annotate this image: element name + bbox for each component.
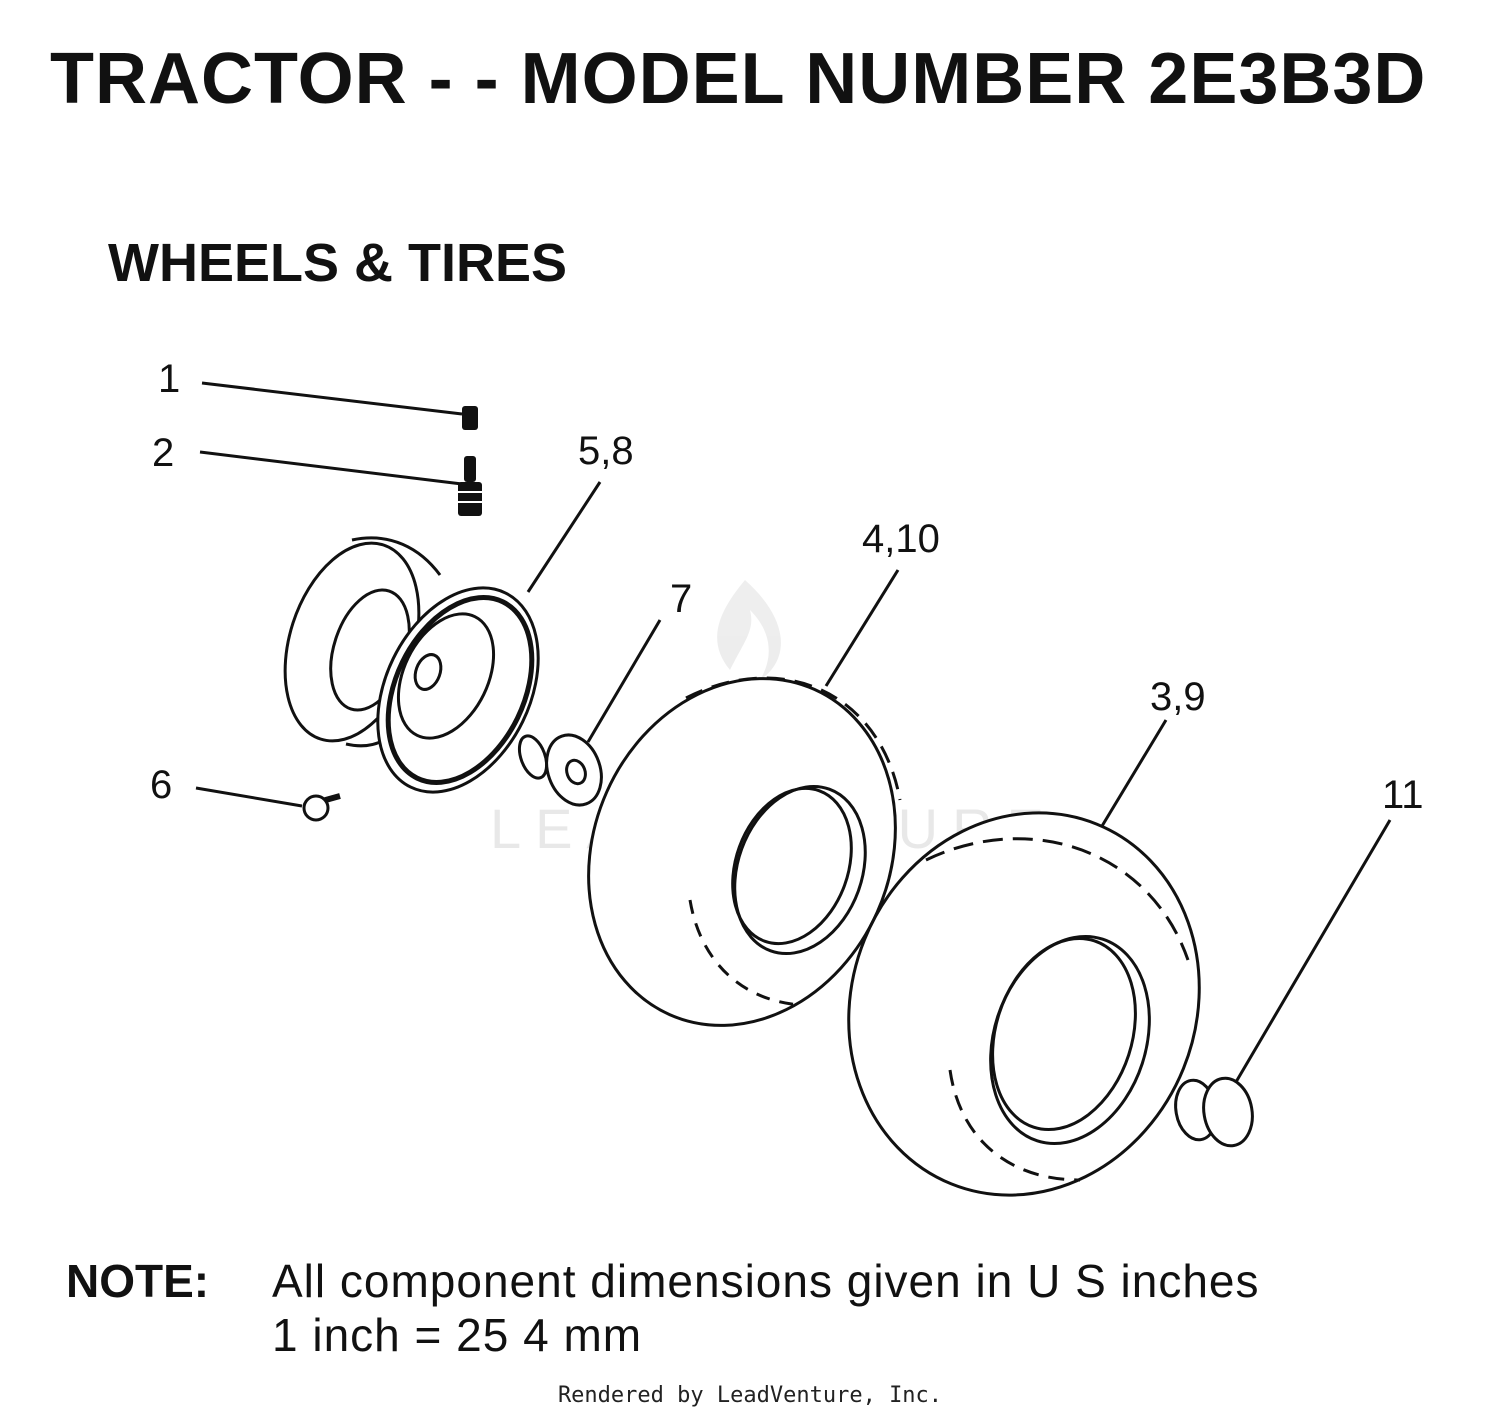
section-title: WHEELS & TIRES bbox=[108, 233, 568, 293]
callout-3-9: 3,9 bbox=[1150, 675, 1206, 719]
leader-6 bbox=[195, 786, 303, 808]
leader-4-10 bbox=[824, 569, 900, 687]
footer-credit: Rendered by LeadVenture, Inc. bbox=[557, 1383, 943, 1408]
valve-cap-part bbox=[462, 406, 478, 430]
callout-1: 1 bbox=[158, 357, 180, 401]
rear-tire-part bbox=[847, 811, 1201, 1197]
leader-5-8 bbox=[526, 481, 602, 593]
bushing-part bbox=[517, 733, 603, 807]
callout-11: 11 bbox=[1382, 773, 1424, 817]
leader-11 bbox=[1234, 819, 1392, 1083]
leader-3-9 bbox=[1094, 719, 1168, 837]
callout-2: 2 bbox=[152, 431, 174, 475]
front-tire-part bbox=[587, 676, 902, 1027]
note-label: NOTE: bbox=[66, 1255, 210, 1307]
leader-7 bbox=[586, 619, 662, 743]
valve-stem-part bbox=[458, 456, 482, 516]
leader-lines bbox=[195, 381, 1392, 1083]
hub-cap-part bbox=[1174, 1076, 1254, 1148]
note-line-2: 1 inch = 25 4 mm bbox=[272, 1309, 643, 1361]
callout-6: 6 bbox=[150, 763, 172, 807]
callout-5-8: 5,8 bbox=[578, 429, 634, 473]
callout-7: 7 bbox=[670, 577, 692, 621]
leader-2 bbox=[199, 450, 463, 486]
callout-4-10: 4,10 bbox=[862, 517, 940, 561]
page-title: TRACTOR - - MODEL NUMBER 2E3B3D bbox=[50, 39, 1427, 119]
note-line-1: All component dimensions given in U S in… bbox=[272, 1255, 1260, 1307]
bolt-part bbox=[302, 793, 341, 822]
leader-1 bbox=[201, 381, 463, 416]
wheel-rim-part bbox=[283, 536, 540, 794]
